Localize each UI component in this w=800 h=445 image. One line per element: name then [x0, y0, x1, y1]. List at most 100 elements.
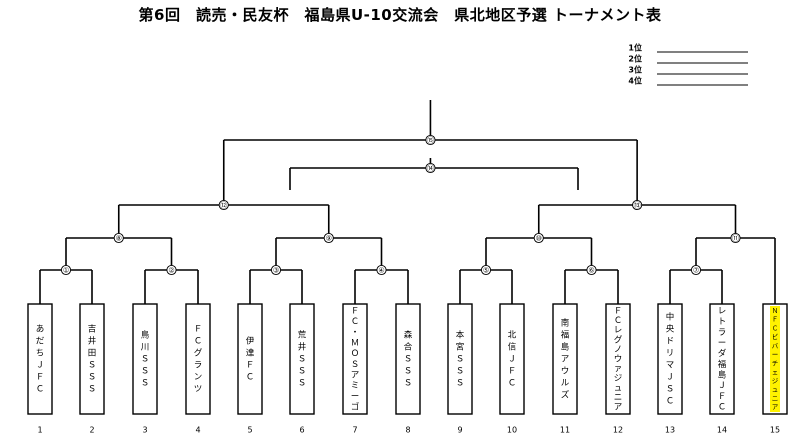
team-name-char: Ｆ — [772, 316, 779, 324]
match-number-marker: ⑤ — [480, 264, 492, 276]
team-number: 10 — [507, 426, 517, 435]
rank-label: 3位 — [628, 65, 642, 75]
team-name-char: Ｓ — [666, 385, 675, 395]
team-number: 14 — [717, 426, 727, 435]
team-name-char: ン — [194, 373, 203, 383]
team-name-char: Ｃ — [614, 316, 623, 326]
team-name-char: 本 — [456, 330, 465, 341]
team-name-char: Ｓ — [88, 373, 97, 383]
match-marker-circle — [218, 199, 229, 211]
match-number-marker: ④ — [376, 264, 387, 276]
team-name-char: 島 — [561, 342, 570, 353]
team-name-char: Ｓ — [404, 367, 413, 377]
team-name-char: レ — [614, 326, 623, 336]
team-name-char: Ｏ — [351, 349, 360, 359]
team-name-char: ゴ — [351, 402, 360, 413]
team-name-char: Ｓ — [456, 355, 465, 365]
team-name-char: 福 — [561, 330, 570, 341]
team-name-char: Ｓ — [298, 379, 307, 389]
team-name-char: Ｆ — [351, 307, 360, 317]
team-name-box — [185, 303, 211, 415]
match-number-marker: ⑭ — [425, 162, 436, 174]
team-name-char: ウ — [561, 367, 570, 377]
team-name-box — [552, 303, 578, 415]
team-name-box — [395, 303, 421, 415]
team-name-char: 中 — [666, 312, 675, 323]
team-name-char: Ｊ — [508, 355, 517, 365]
match-marker-circle — [586, 264, 597, 276]
team-name-char: Ｆ — [718, 392, 727, 402]
match-number-label: ⑫ — [220, 201, 227, 209]
match-number-marker: ① — [60, 264, 72, 276]
match-number-label: ④ — [378, 266, 384, 274]
team-name-box — [79, 303, 105, 415]
team-number: 1 — [37, 426, 42, 435]
match-number-marker: ⑮ — [425, 134, 436, 146]
match-marker-circle — [632, 199, 643, 211]
match-marker-circle — [533, 232, 544, 244]
team-name-box — [499, 303, 525, 415]
team-name-char: Ｓ — [141, 367, 150, 377]
highlight-mark — [770, 340, 780, 351]
rank-label: 1位 — [628, 43, 642, 53]
team-name-char: Ｆ — [36, 373, 45, 383]
team-name-box — [709, 303, 735, 415]
team-name-char: ミ — [351, 381, 360, 391]
team-name-char: ア — [772, 403, 779, 411]
match-number-label: ⑪ — [732, 234, 739, 242]
team-name-box — [289, 303, 315, 415]
team-name-char: だ — [36, 337, 45, 347]
team-name-char: ち — [36, 349, 45, 359]
team-name-char: Ｎ — [772, 307, 779, 315]
team-name-box — [342, 303, 368, 415]
team-name-char: グ — [194, 348, 203, 359]
team-name-char: ー — [718, 339, 727, 349]
match-number-marker: ⑧ — [113, 232, 124, 244]
match-number-label: ② — [168, 266, 174, 274]
match-number-marker: ⑫ — [218, 199, 229, 211]
team-name-char: あ — [36, 325, 45, 335]
team-name-box — [447, 303, 473, 415]
team-name-char: リ — [666, 349, 675, 359]
team-name-char: Ｓ — [88, 361, 97, 371]
team-name-char: Ｃ — [351, 317, 360, 327]
match-number-label: ⑭ — [427, 164, 434, 172]
team-name-box — [605, 303, 631, 415]
team-name-char: ト — [718, 317, 727, 327]
team-name-char: ル — [561, 379, 570, 389]
team-number: 3 — [142, 426, 147, 435]
team-name-char: ュ — [614, 383, 623, 393]
team-name-char: ア — [614, 403, 623, 413]
team-name-char: 井 — [88, 336, 97, 347]
match-marker-circle — [113, 232, 124, 244]
team-name-char: チ — [772, 359, 779, 367]
match-number-label: ⑤ — [483, 266, 489, 274]
team-name-box — [237, 303, 263, 415]
team-number: 15 — [770, 426, 780, 435]
team-name-char: 達 — [246, 348, 255, 359]
team-name-char: Ｓ — [404, 355, 413, 365]
team-number: 6 — [299, 426, 304, 435]
highlight-mark — [770, 358, 780, 369]
highlight-mark — [770, 402, 780, 412]
rank-label: 4位 — [628, 76, 642, 86]
team-name-char: Ｓ — [404, 379, 413, 389]
team-name-char: 央 — [666, 324, 675, 335]
team-name-char: 福 — [718, 359, 727, 370]
team-name-char: ド — [666, 337, 675, 347]
team-name-char: Ｓ — [298, 355, 307, 365]
team-name-char: 伊 — [246, 336, 255, 347]
team-name-char: ジ — [614, 374, 623, 384]
team-name-char: Ｓ — [141, 355, 150, 365]
